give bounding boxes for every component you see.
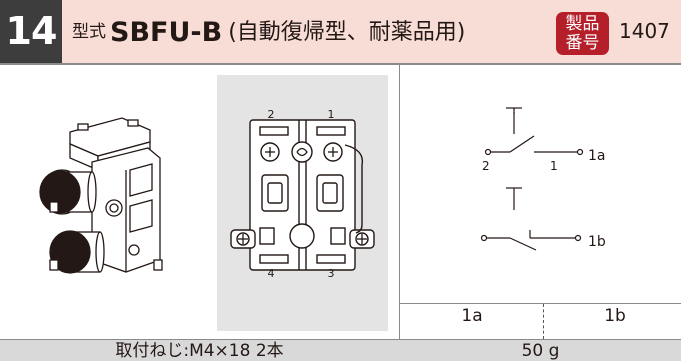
mounting-screw-spec: 取付ねじ:M4×18 2本	[115, 341, 284, 361]
product-number: 1407	[619, 19, 670, 43]
product-illustration	[39, 117, 163, 274]
badge-line-2: 番号	[565, 33, 600, 53]
col-1b-label: 1b	[604, 306, 626, 326]
circuit-terminal-2: 2	[482, 159, 490, 173]
product-number-badge: 製品 番号	[556, 12, 609, 55]
model-prefix: 型式	[72, 22, 106, 42]
item-number: 14	[0, 0, 62, 63]
circuit-terminal-1: 1	[550, 159, 558, 173]
model-name: SBFU-B	[110, 17, 223, 48]
terminal-label-3: 3	[328, 267, 335, 280]
table-separator	[400, 303, 681, 304]
weight-spec: 50 g	[521, 341, 560, 361]
terminal-label-4: 4	[268, 267, 275, 280]
circuit-diagram: 2 1 1a 1b	[480, 107, 606, 251]
terminal-label-2: 2	[268, 108, 275, 121]
contact-1b-label: 1b	[588, 234, 606, 250]
vertical-divider	[399, 65, 400, 361]
contact-1a-label: 1a	[588, 148, 606, 164]
badge-line-1: 製品	[565, 14, 600, 34]
model-subtitle: (自動復帰型、耐薬品用)	[228, 20, 466, 45]
table-dashed-divider	[543, 304, 544, 339]
terminal-face-drawing: 2 1 4 3	[230, 108, 375, 280]
footer-bar: 取付ねじ:M4×18 2本 50 g	[0, 339, 681, 361]
terminal-label-1: 1	[328, 108, 335, 121]
col-1a-label: 1a	[461, 306, 483, 326]
